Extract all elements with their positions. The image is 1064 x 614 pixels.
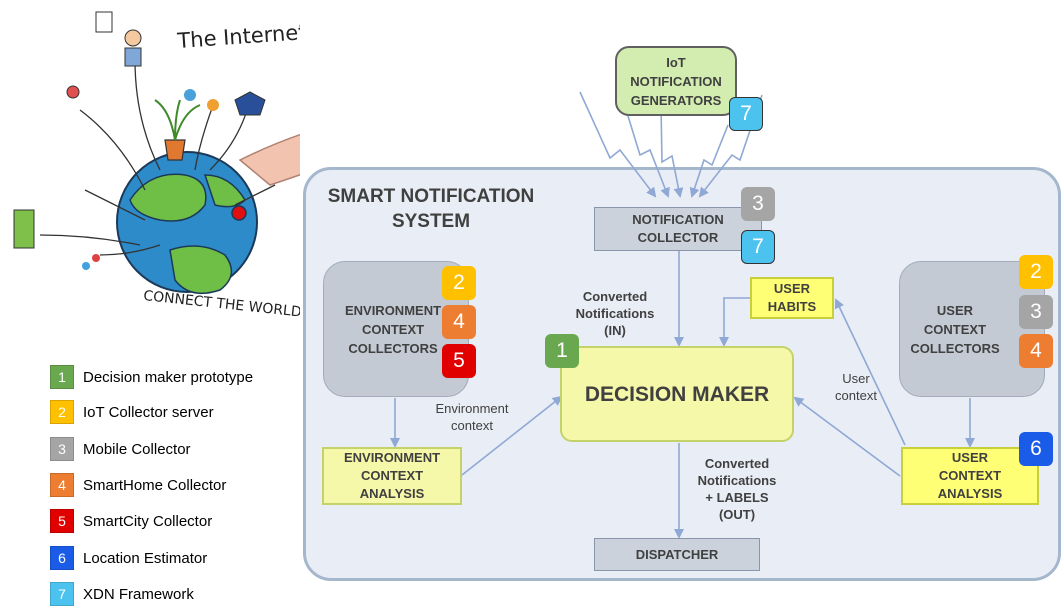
legend-swatch-6: 6 [50, 546, 74, 570]
badge-4-env: 4 [442, 305, 476, 339]
badge-1-decision-maker: 1 [545, 334, 579, 368]
badge-2-user: 2 [1019, 255, 1053, 289]
label-user-context: User context [835, 371, 877, 403]
iot-notification-generators-box: IoT NOTIFICATION GENERATORS [615, 46, 737, 116]
environment-context-analysis-box: ENVIRONMENT CONTEXT ANALYSIS [322, 447, 462, 505]
badge-7-generators: 7 [729, 97, 763, 131]
dispatcher-box: DISPATCHER [594, 538, 760, 571]
badge-3-collector: 3 [741, 187, 775, 221]
badge-5-env: 5 [442, 344, 476, 378]
legend-label-5: SmartCity Collector [83, 512, 213, 530]
iot-illustration: The Internet of THINGS CONNECT THE WORLD [13, 11, 300, 321]
legend-label-6: Location Estimator [83, 549, 208, 567]
badge-6-user-analysis: 6 [1019, 432, 1053, 466]
legend-swatch-5: 5 [50, 509, 74, 533]
legend-swatch-2: 2 [50, 400, 74, 424]
legend-label-4: SmartHome Collector [83, 476, 227, 494]
legend-item-4: 4 SmartHome Collector [50, 473, 226, 497]
legend-swatch-1: 1 [50, 365, 74, 389]
decision-maker-box: DECISION MAKER [560, 346, 794, 442]
legend-label-7: XDN Framework [83, 585, 194, 603]
legend-item-1: 1 Decision maker prototype [50, 365, 253, 389]
user-habits-box: USER HABITS [750, 277, 834, 319]
badge-7-collector: 7 [741, 230, 775, 264]
badge-2-env: 2 [442, 266, 476, 300]
label-environment-context: Environment context [435, 401, 509, 433]
legend-label-1: Decision maker prototype [83, 368, 254, 386]
hand-icon [238, 133, 300, 186]
legend-swatch-4: 4 [50, 473, 74, 497]
label-converted-out: Converted Notifications + LABELS (OUT) [697, 456, 777, 522]
user-context-analysis-box: USER CONTEXT ANALYSIS [901, 447, 1039, 505]
system-title: SMART NOTIFICATION SYSTEM [327, 186, 535, 232]
legend-item-5: 5 SmartCity Collector [50, 509, 212, 533]
notification-collector-box: NOTIFICATION COLLECTOR [594, 207, 762, 251]
legend-label-3: Mobile Collector [83, 440, 191, 458]
legend-item-7: 7 XDN Framework [50, 582, 194, 606]
legend-item-3: 3 Mobile Collector [50, 437, 191, 461]
badge-3-user: 3 [1019, 295, 1053, 329]
label-converted-in: Converted Notifications (IN) [575, 289, 655, 338]
legend-item-2: 2 IoT Collector server [50, 400, 214, 424]
legend-swatch-7: 7 [50, 582, 74, 606]
legend-label-2: IoT Collector server [83, 403, 214, 421]
legend-swatch-3: 3 [50, 437, 74, 461]
badge-4-user: 4 [1019, 334, 1053, 368]
legend-item-6: 6 Location Estimator [50, 546, 207, 570]
